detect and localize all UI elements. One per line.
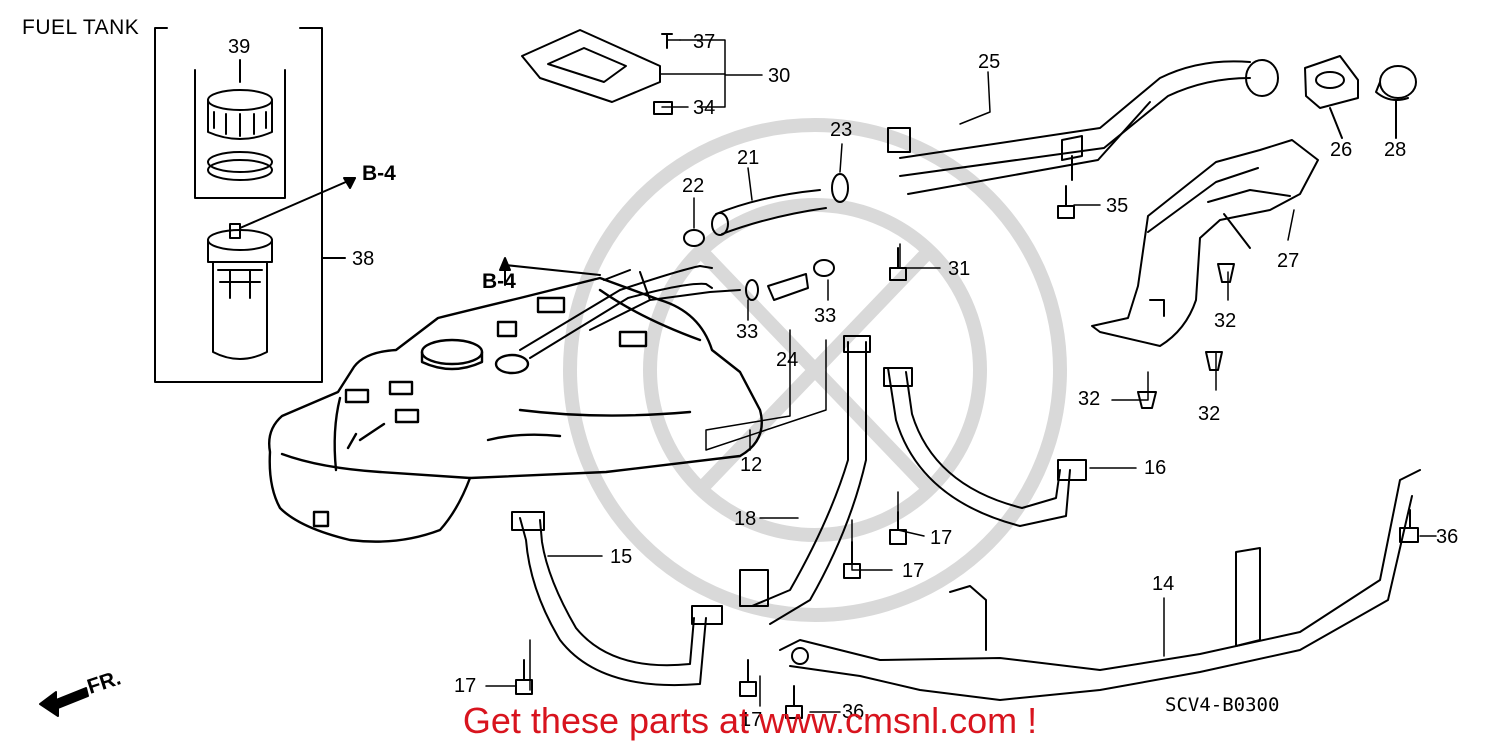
fuel-tank-body	[268, 276, 763, 543]
fuel-hose-21	[711, 189, 827, 236]
bolt-17d	[889, 511, 907, 545]
bolt-17a	[515, 659, 533, 695]
callout-34: 34	[693, 97, 715, 119]
bolt-31	[889, 247, 907, 281]
front-direction-arrow	[39, 687, 89, 717]
bolt-37	[661, 33, 673, 49]
section-ref-b4-left: B-4	[482, 270, 516, 293]
callout-22: 22	[682, 175, 704, 197]
bolt-17c	[843, 541, 861, 579]
filler-pipe-25	[887, 59, 1279, 195]
callout-39: 39	[228, 36, 250, 58]
callout-labels: 39 38 37 30 34 25 26 28 23 21 22 35 31 2…	[228, 31, 1458, 731]
callout-32b: 32	[1198, 403, 1220, 425]
tank-band-16	[883, 367, 1087, 527]
callout-25: 25	[978, 51, 1000, 73]
callout-14: 14	[1152, 573, 1174, 595]
callout-33a: 33	[736, 321, 758, 343]
hose-clamp-23	[831, 173, 849, 203]
clip-32c	[1137, 391, 1157, 409]
callout-35: 35	[1106, 195, 1128, 217]
footer-link[interactable]: Get these parts at www.cmsnl.com !	[462, 700, 1038, 741]
callout-23: 23	[830, 119, 852, 141]
callout-30: 30	[768, 65, 790, 87]
callout-17d: 17	[930, 527, 952, 549]
filler-cap-holder-26	[1304, 55, 1359, 139]
bolt-36b	[785, 685, 803, 719]
callout-38: 38	[352, 248, 374, 270]
splash-shield-27	[1091, 139, 1319, 347]
callout-37: 37	[693, 31, 715, 53]
callout-27: 27	[1277, 250, 1299, 272]
fuel-pump-bracket-38	[154, 27, 346, 383]
bolt-17b	[739, 659, 757, 697]
diagram-code: SCV4-B0300	[1165, 694, 1280, 716]
callout-36a: 36	[1436, 526, 1458, 548]
bolt-36a	[1399, 509, 1419, 543]
front-marker-label: FR.	[84, 666, 123, 698]
fuel-pump-unit	[207, 177, 356, 360]
tank-vapor-lines-12	[499, 257, 741, 359]
callout-17a: 17	[454, 675, 476, 697]
callout-16: 16	[1144, 457, 1166, 479]
hose-clamp-33b	[813, 259, 835, 277]
callout-17b: 17	[740, 709, 762, 731]
callout-17c: 17	[902, 560, 924, 582]
section-ref-b4-top: B-4	[362, 162, 396, 185]
clip-32b	[1205, 351, 1223, 371]
callout-32a: 32	[1214, 310, 1236, 332]
hose-clamp-33a	[745, 279, 759, 301]
fuel-cap-28	[1375, 65, 1417, 139]
tank-crossmember-14	[779, 469, 1421, 701]
callout-12: 12	[740, 454, 762, 476]
callout-18: 18	[734, 508, 756, 530]
callout-36b: 36	[842, 701, 864, 723]
callout-32c: 32	[1078, 388, 1100, 410]
callout-31: 31	[948, 258, 970, 280]
callout-24: 24	[776, 349, 798, 371]
gasket-39	[207, 151, 273, 181]
callout-26: 26	[1330, 139, 1352, 161]
bolt-35	[1057, 185, 1075, 219]
callout-33b: 33	[814, 305, 836, 327]
nut-34	[653, 101, 673, 115]
tank-band-18	[739, 335, 871, 625]
vent-hose-24	[767, 273, 809, 301]
callout-21: 21	[737, 147, 759, 169]
hose-clamp-22	[683, 229, 705, 247]
tank-band-15	[511, 511, 723, 687]
callout-28: 28	[1384, 139, 1406, 161]
callout-15: 15	[610, 546, 632, 568]
fuel-pump-cover-30	[521, 29, 661, 103]
leader-lines	[485, 39, 1437, 713]
clip-32a	[1217, 263, 1235, 283]
diagram-title: FUEL TANK	[22, 16, 140, 39]
lock-ring-39	[207, 59, 273, 140]
